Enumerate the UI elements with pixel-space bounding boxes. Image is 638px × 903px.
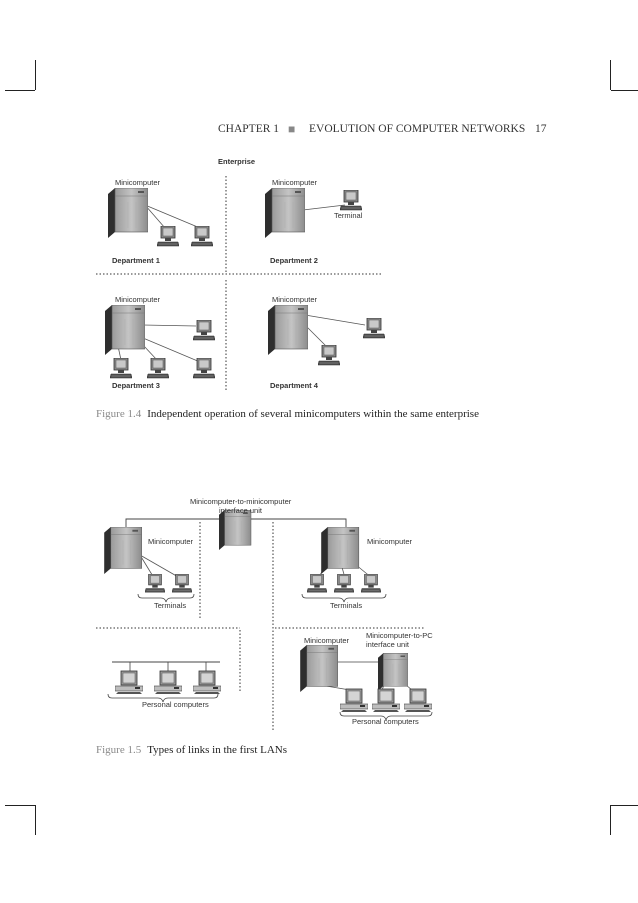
- caption-text: Types of links in the first LANs: [147, 744, 288, 756]
- department-2-label: Department 2: [270, 256, 318, 265]
- pc-icon: [340, 688, 368, 712]
- pc-interface-label: Minicomputer-to-PC: [366, 631, 433, 640]
- crop-mark-bl-v: [35, 805, 36, 835]
- terminals-label-left: Terminals: [154, 601, 187, 610]
- terminals-brace-right: [301, 593, 387, 603]
- pc-icon: [193, 670, 221, 694]
- department-4-label: Department 4: [270, 381, 318, 390]
- department-1-label: Department 1: [112, 256, 160, 265]
- crop-mark-bl-h: [5, 805, 35, 806]
- figure-1-5: [96, 510, 433, 730]
- enterprise-label: Enterprise: [218, 157, 256, 166]
- pc-interface-unit-icon: [378, 652, 408, 692]
- terminal-icon: [145, 574, 165, 593]
- pc-interface-label-line2: interface unit: [366, 640, 409, 649]
- right-minicomputer-label: Minicomputer: [367, 537, 413, 546]
- interface-unit-label: Minicomputer-to-minicomputer: [190, 497, 292, 506]
- minicomputer-icon: [320, 527, 360, 574]
- crop-mark-br-v: [610, 805, 611, 835]
- personal-computers-label-left: Personal computers: [142, 700, 209, 709]
- terminal-icon: [172, 574, 192, 593]
- terminal-icon: [307, 574, 327, 593]
- terminal-icon: [334, 574, 354, 593]
- personal-computers-label-right: Personal computers: [352, 717, 419, 726]
- caption-number: Figure 1.5: [96, 744, 142, 756]
- caption-text: Independent operation of several minicom…: [147, 408, 479, 420]
- pc-icon: [115, 670, 143, 694]
- figure-1-4: [96, 176, 385, 392]
- pc-icon: [372, 688, 400, 712]
- pc-icon: [404, 688, 432, 712]
- dept1-minicomputer-label: Minicomputer: [115, 178, 161, 187]
- left-minicomputer-label: Minicomputer: [148, 537, 194, 546]
- figure-1-5-caption: Figure 1.5 Types of links in the first LA…: [96, 744, 287, 756]
- crop-mark-tr-v: [610, 60, 611, 90]
- dept2-minicomputer-label: Minicomputer: [272, 178, 318, 187]
- separator-square: ■: [288, 122, 296, 136]
- crop-mark-tl-v: [35, 60, 36, 90]
- pc-icon: [154, 670, 182, 694]
- department-2-group: [265, 188, 362, 238]
- crop-mark-br-h: [611, 805, 638, 806]
- terminals-brace-left: [137, 593, 195, 603]
- minicomputer-icon: [300, 645, 338, 692]
- crop-mark-tl-h: [5, 90, 35, 91]
- chapter-title: EVOLUTION OF COMPUTER NETWORKS: [309, 123, 526, 135]
- department-4-group: [268, 305, 385, 366]
- department-1-group: [108, 188, 213, 247]
- department-3-group: [105, 305, 215, 379]
- dept4-minicomputer-label: Minicomputer: [272, 295, 318, 304]
- terminals-label-right: Terminals: [330, 601, 363, 610]
- terminal-icon: [361, 574, 381, 593]
- dept3-minicomputer-label: Minicomputer: [115, 295, 161, 304]
- caption-number: Figure 1.4: [96, 408, 142, 420]
- page-number: 17: [535, 123, 547, 135]
- crop-mark-tr-h: [611, 90, 638, 91]
- interface-unit-label-line2: interface unit: [219, 506, 262, 515]
- department-3-label: Department 3: [112, 381, 160, 390]
- terminal-label: Terminal: [334, 211, 363, 220]
- pcs-brace-right: [339, 711, 433, 721]
- minicomputer-icon: [104, 527, 142, 574]
- bottom-minicomputer-label: Minicomputer: [304, 636, 350, 645]
- interface-unit-icon: [218, 510, 252, 550]
- figure-1-4-caption: Figure 1.4 Independent operation of sever…: [96, 408, 479, 420]
- pcs-brace-left: [107, 693, 219, 703]
- chapter-label: CHAPTER 1: [218, 123, 280, 135]
